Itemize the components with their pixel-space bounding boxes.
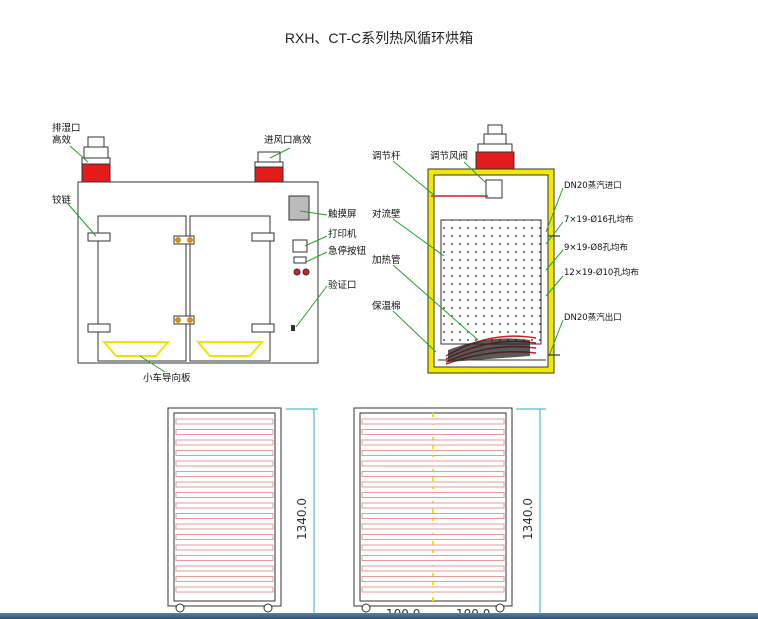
convection-wall (440, 219, 542, 345)
hinges (87, 232, 275, 333)
printer (293, 256, 307, 264)
tray-row (361, 534, 505, 540)
caster (361, 603, 371, 613)
tray-rows-right (361, 418, 505, 593)
estop-button (293, 268, 301, 276)
tray-row (361, 544, 505, 551)
tray-row (175, 576, 274, 582)
cart-view-right: 1340.0 100.0 100.0 (353, 407, 546, 619)
label-damper: 调节风阀 (430, 150, 468, 162)
tray-row (175, 418, 274, 425)
front-leaders (67, 145, 328, 373)
tray-row (361, 586, 505, 593)
diagram-title: RXH、CT-C系列热风循环烘箱 (284, 30, 474, 46)
tray-row (175, 555, 274, 561)
cart-view-left: 1340.0 (167, 407, 318, 614)
dim-line-right (516, 408, 546, 614)
tray-row (361, 502, 505, 509)
steam-pipes (548, 235, 560, 356)
dim-label-left: 1340.0 (295, 498, 309, 540)
bottom-bar (0, 613, 758, 619)
label-holes-2: 9×19-Ø8孔均布 (564, 242, 628, 253)
label-exhaust: 排湿口 (52, 122, 81, 134)
tray-row (361, 523, 505, 530)
tray-row (175, 565, 274, 572)
label-cart-guide: 小车导向板 (143, 372, 191, 384)
tray-row (175, 450, 274, 456)
intake-unit-right (254, 151, 284, 184)
tray-row (361, 429, 505, 435)
tray-row (175, 481, 274, 488)
tray-row (175, 460, 274, 467)
cart-guide-right (195, 341, 265, 357)
tray-row (175, 586, 274, 593)
section-leaders (392, 160, 564, 357)
tray-row (361, 481, 505, 488)
exhaust-box (81, 163, 111, 183)
tray-row (361, 576, 505, 582)
test-port (291, 325, 295, 331)
caster (495, 603, 505, 613)
dim-line-left (286, 408, 318, 614)
tray-row (175, 523, 274, 530)
label-wall: 对流壁 (372, 208, 401, 220)
label-test-port: 验证口 (328, 279, 357, 291)
section-insulation-frame (428, 169, 554, 373)
label-rod: 调节杆 (372, 150, 401, 162)
motor (288, 195, 310, 221)
label-hinge: 铰链 (52, 194, 72, 206)
exhaust-unit-left (81, 136, 111, 183)
tray-row (175, 429, 274, 435)
label-exhaust-2: 高效 (52, 134, 72, 146)
tray-row (175, 492, 274, 498)
label-heater: 加热管 (372, 254, 401, 266)
tray-row (361, 565, 505, 572)
tray-row (175, 471, 274, 477)
label-touchscreen: 触摸屏 (328, 208, 357, 220)
tray-row (175, 534, 274, 540)
label-steam-in: DN20蒸汽进口 (564, 180, 622, 191)
tray-row (361, 460, 505, 467)
caster (175, 603, 185, 613)
cart-guide-left (101, 341, 171, 357)
touchscreen (292, 239, 308, 253)
tray-row (361, 471, 505, 477)
tray-row (361, 418, 505, 425)
section-view: 调节杆 调节风阀 对流壁 加热管 保温棉 DN20蒸汽进口 7×19-Ø16孔均… (372, 124, 639, 374)
tray-row (361, 492, 505, 498)
label-insulation: 保温棉 (372, 300, 401, 312)
label-intake: 进风口高效 (264, 134, 312, 146)
label-printer: 打印机 (328, 228, 357, 240)
tray-row (175, 513, 274, 519)
tray-row (175, 544, 274, 551)
air-damper (485, 179, 503, 199)
label-holes-3: 12×19-Ø10孔均布 (564, 267, 639, 278)
intake-box (254, 166, 284, 184)
caster (263, 603, 273, 613)
label-holes-1: 7×19-Ø16孔均布 (564, 214, 633, 225)
dim-label-right: 1340.0 (521, 498, 535, 540)
tray-rows-left (175, 418, 274, 593)
tray-row (175, 502, 274, 509)
tray-row (361, 513, 505, 519)
tray-row (361, 555, 505, 561)
tray-row (361, 450, 505, 456)
label-steam-out: DN20蒸汽出口 (564, 312, 622, 323)
label-estop: 急停按钮 (328, 245, 367, 257)
tray-row (175, 439, 274, 446)
door-left (97, 215, 187, 362)
front-view: 排湿口 高效 进风口高效 铰链 触摸屏 打印机 急停按钮 验证口 小车导向板 (52, 122, 367, 384)
tray-row (361, 439, 505, 446)
